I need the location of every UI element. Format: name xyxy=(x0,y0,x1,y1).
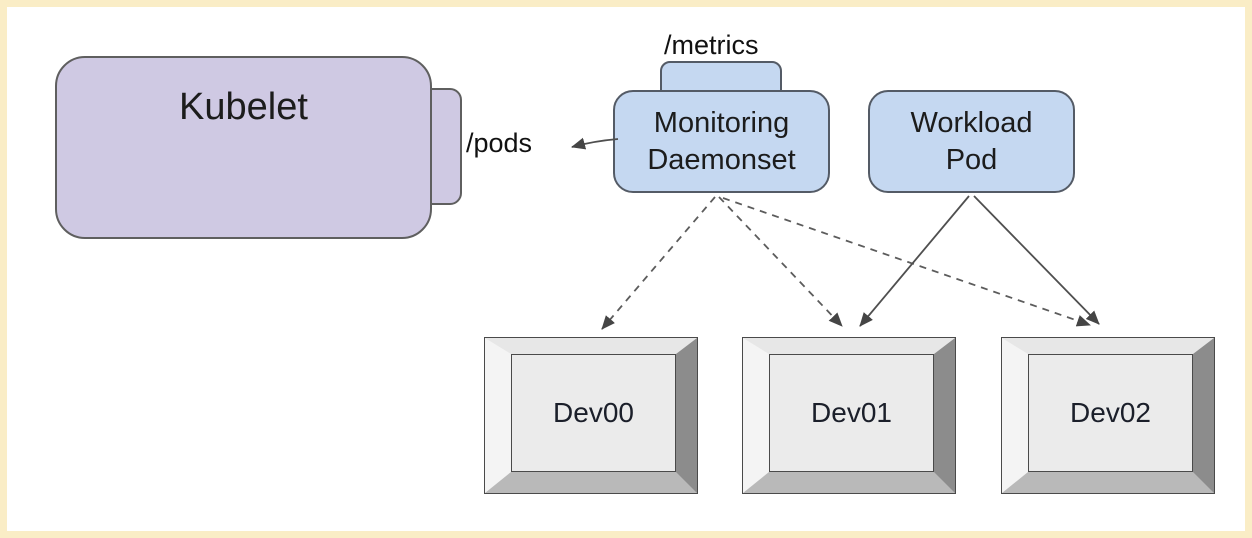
workload-pod-node: Workload Pod xyxy=(868,90,1075,193)
device-node-dev00: Dev00 xyxy=(485,338,697,493)
pods-endpoint-label: /pods xyxy=(466,128,533,158)
workload-pod-label-line1: Workload xyxy=(910,107,1033,140)
workload-pod-label-line2: Pod xyxy=(945,143,998,176)
monitoring-daemonset-node: Monitoring Daemonset xyxy=(613,90,830,193)
edge-monitoring-to-pods xyxy=(571,137,619,150)
edge-monitoring-to-dev01 xyxy=(718,196,843,327)
monitoring-daemonset-label-line1: Monitoring xyxy=(653,107,790,140)
kubelet-node: Kubelet xyxy=(55,56,432,239)
monitoring-daemonset-label: Monitoring Daemonset xyxy=(647,105,795,178)
device-label-dev01: Dev01 xyxy=(811,397,892,428)
edge-monitoring-to-dev00 xyxy=(601,196,716,330)
edge-monitoring-to-dev02 xyxy=(722,197,1091,327)
metrics-endpoint-label: /metrics xyxy=(664,30,759,60)
edge-workload-to-dev01 xyxy=(859,195,970,327)
monitoring-daemonset-label-line2: Daemonset xyxy=(647,143,796,176)
device-node-dev01: Dev01 xyxy=(743,338,955,493)
edge-workload-to-dev02 xyxy=(973,195,1100,325)
device-node-dev02: Dev02 xyxy=(1002,338,1214,493)
kubelet-label: Kubelet xyxy=(179,86,308,128)
device-label-dev02: Dev02 xyxy=(1070,397,1151,428)
workload-pod-label: Workload Pod xyxy=(911,105,1033,178)
device-label-dev00: Dev00 xyxy=(553,397,634,428)
